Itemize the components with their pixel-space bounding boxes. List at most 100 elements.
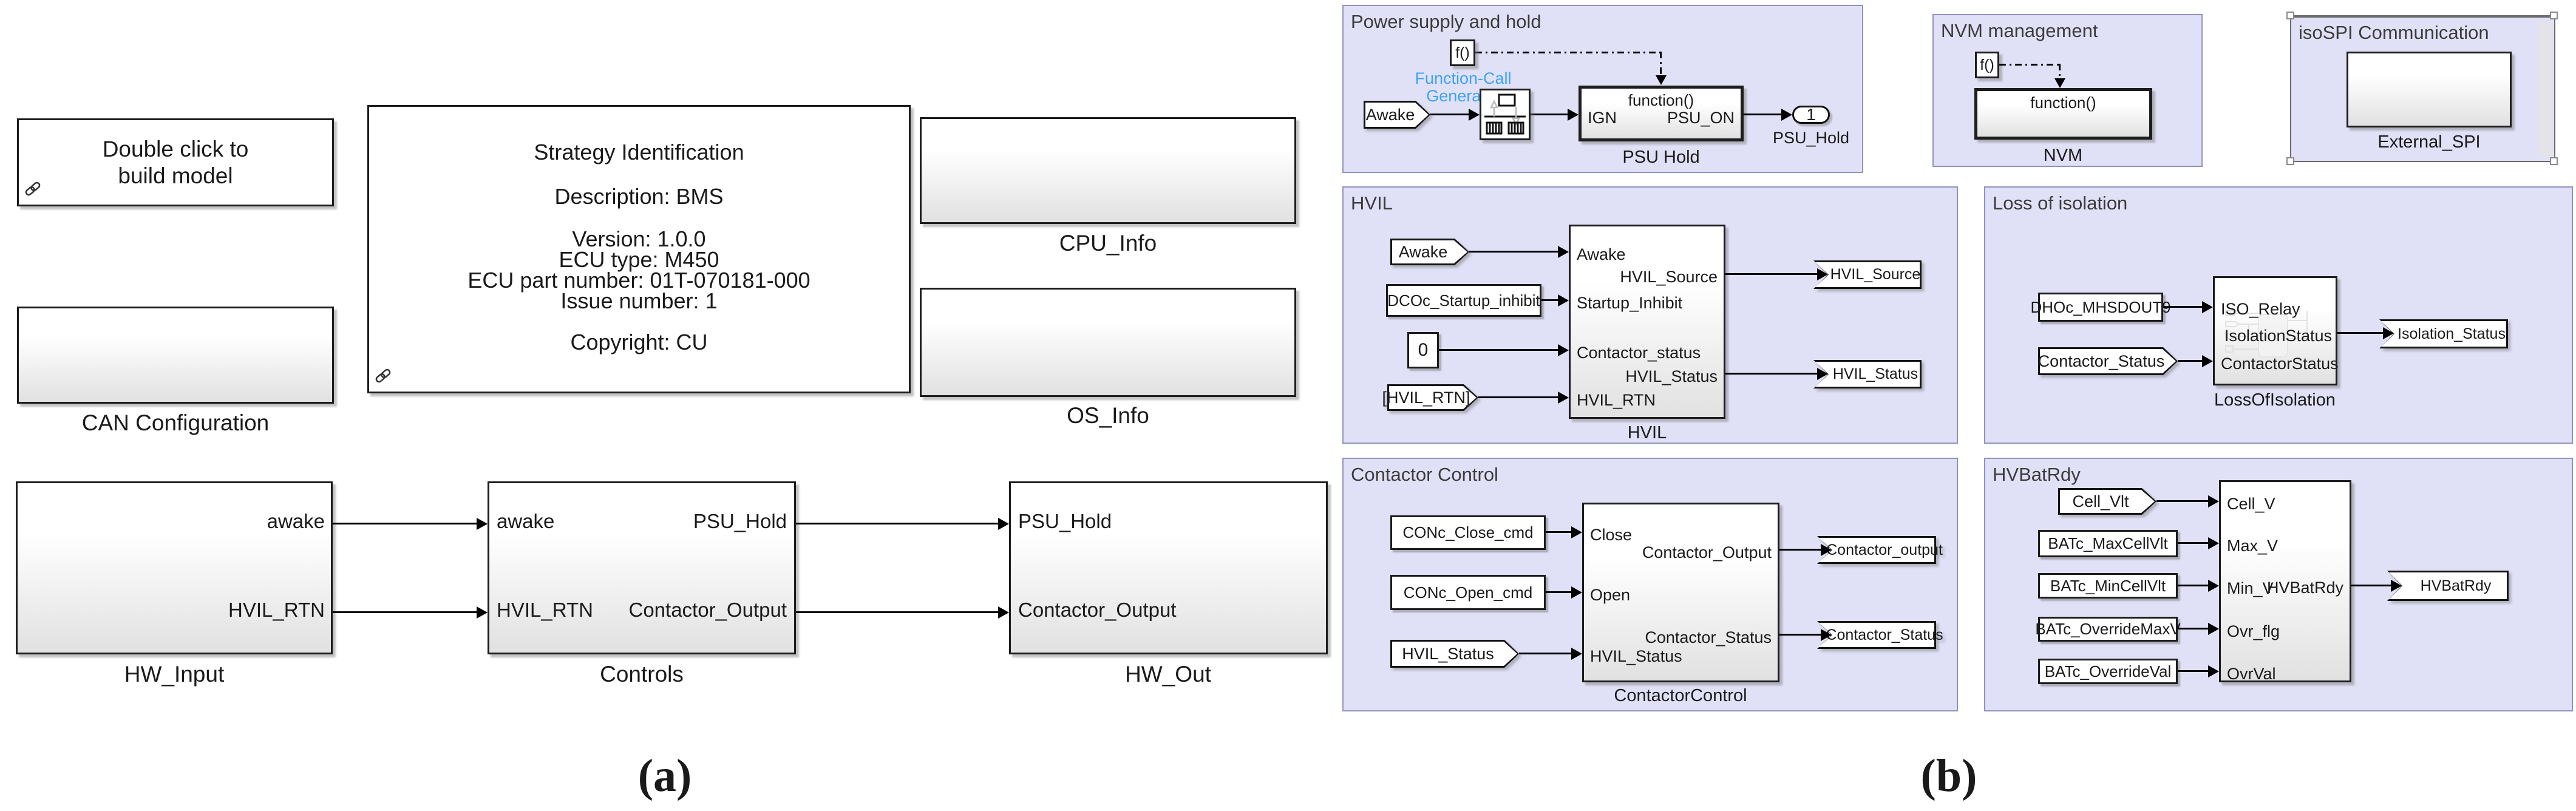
hvbat-port-max-v: Max_V — [2227, 537, 2279, 555]
selection-handle[interactable] — [2286, 157, 2294, 165]
controls-label: Controls — [600, 662, 684, 687]
arrowhead — [1821, 629, 1832, 641]
arrowhead — [1781, 109, 1792, 121]
input-tag-hvil-status[interactable]: HVIL_Status — [1390, 640, 1519, 668]
nvm-subsystem[interactable]: function() — [1974, 88, 2152, 140]
can-configuration-block[interactable] — [17, 307, 334, 404]
contactor-control-subsystem[interactable]: Close Open HVIL_Status Contactor_Output … — [1582, 503, 1779, 682]
output-tag-isolation-status[interactable]: Isolation_Status — [2379, 319, 2508, 348]
fcall-label: f() — [1455, 44, 1470, 61]
arrowhead — [2208, 665, 2219, 677]
function-call-wire — [1999, 64, 2060, 66]
output-tag-contactor-output[interactable]: Contactor_output — [1817, 536, 1943, 564]
selection-handle[interactable] — [2550, 157, 2558, 165]
input-tag-label: Contactor_Status — [2037, 351, 2165, 370]
area-power-title: Power supply and hold — [1351, 11, 1541, 32]
loss-of-isolation-subsystem[interactable]: ISO_Relay ContactorStatus IsolationStatu… — [2213, 276, 2339, 385]
strategy-description: Description: BMS — [554, 184, 724, 209]
input-tag-awake[interactable]: Awake — [1390, 239, 1469, 265]
psu-hold-port-ign: IGN — [1588, 109, 1617, 127]
function-call-generator-block[interactable]: f() — [1450, 39, 1475, 66]
output-tag-label: Contactor_output — [1826, 541, 1943, 558]
selection-handle[interactable] — [2550, 12, 2558, 19]
controls-port-contactor-output: Contactor_Output — [628, 599, 787, 621]
psu-hold-port-psu-on: PSU_ON — [1667, 109, 1735, 127]
arrowhead — [998, 606, 1009, 619]
strategy-ecu-part: ECU part number: 01T-070181-000 — [467, 268, 811, 293]
contactor-port-close: Close — [1590, 526, 1633, 544]
hvbatrdy-subsystem[interactable]: Cell_V Max_V Min_V Ovr_flg OvrVal HVBatR… — [2219, 480, 2351, 683]
signal-wire — [2178, 360, 2202, 362]
build-model-block[interactable]: Double click to build model — [17, 118, 334, 206]
hvil-port-hvil-status: HVIL_Status — [1625, 367, 1718, 385]
signal-wire — [796, 523, 998, 524]
controls-port-psu-hold: PSU_Hold — [693, 510, 787, 532]
signal-block-conc-close-cmd[interactable]: CONc_Close_cmd — [1390, 515, 1546, 550]
signal-block-conc-open-cmd[interactable]: CONc_Open_cmd — [1390, 575, 1546, 610]
strategy-identification-block[interactable]: Strategy Identification Description: BMS… — [367, 105, 911, 393]
output-tag-contactor-status[interactable]: Contactor_Status — [1817, 621, 1943, 649]
input-tag-contactor-status[interactable]: Contactor_Status — [2038, 347, 2178, 375]
signal-wire — [2178, 670, 2208, 672]
signal-block-label: BATc_MaxCellVlt — [2048, 534, 2168, 552]
hw-input-block[interactable]: awake HVIL_RTN — [16, 481, 333, 654]
constant-block-zero[interactable]: 0 — [1407, 332, 1439, 368]
hvil-label: HVIL — [1627, 423, 1667, 443]
outport-1[interactable]: 1 — [1792, 105, 1830, 124]
contactor-port-status: Contactor_Status — [1645, 628, 1772, 646]
link-icon — [24, 180, 42, 201]
output-tag-label: Isolation_Status — [2398, 325, 2506, 342]
arrowhead — [2208, 537, 2219, 549]
hw-out-block[interactable]: PSU_Hold Contactor_Output — [1009, 481, 1328, 654]
hw-input-port-hvil-rtn: HVIL_RTN — [228, 599, 325, 621]
signal-block-label: DCOc_Startup_inhibit — [1387, 291, 1540, 310]
cpu-info-block[interactable] — [920, 117, 1296, 224]
output-tag-hvbatrdy[interactable]: HVBatRdy — [2387, 571, 2509, 601]
area-loss-title: Loss of isolation — [1993, 192, 2128, 214]
controls-block[interactable]: awake HVIL_RTN PSU_Hold Contactor_Output — [488, 481, 796, 654]
signal-block-dcoc-startup-inhibit[interactable]: DCOc_Startup_inhibit — [1386, 284, 1541, 317]
area-contactor-title: Contactor Control — [1351, 464, 1498, 485]
input-tag-cell-vlt[interactable]: Cell_Vlt — [2058, 488, 2156, 515]
signal-wire — [333, 611, 477, 613]
can-configuration-label: CAN Configuration — [81, 410, 270, 435]
contactor-port-open: Open — [1590, 586, 1631, 604]
signal-wire — [1519, 653, 1571, 654]
output-tag-label: HVIL_Status — [1832, 365, 1918, 382]
function-call-generator-block[interactable]: f() — [1975, 52, 1999, 78]
hvil-subsystem[interactable]: Awake Startup_Inhibit Contactor_status H… — [1569, 225, 1725, 419]
hvbat-port-cell-v: Cell_V — [2227, 495, 2275, 513]
arrowhead — [1817, 368, 1828, 380]
input-tag-label: HVIL_Status — [1402, 644, 1494, 663]
signal-wire — [2178, 542, 2208, 544]
arrowhead — [2208, 495, 2219, 507]
arrowhead — [2383, 327, 2394, 339]
function-call-wire — [2059, 64, 2061, 80]
signal-block-batc-overrideval[interactable]: BATc_OverrideVal — [2038, 659, 2178, 684]
os-info-block[interactable] — [920, 288, 1296, 397]
signal-wire — [1546, 531, 1571, 533]
build-model-line2: build model — [118, 163, 233, 188]
from-tag-label: [HVIL_RTN] — [1382, 388, 1470, 407]
psu-hold-subsystem[interactable]: function() IGN PSU_ON — [1579, 86, 1744, 141]
input-tag-label: Awake — [1398, 242, 1448, 261]
output-tag-hvil-status[interactable]: HVIL_Status — [1813, 360, 1922, 389]
area-hvil-title: HVIL — [1351, 192, 1393, 214]
signal-wire — [2163, 306, 2202, 308]
signal-block-batc-mincellvlt[interactable]: BATc_MinCellVlt — [2038, 573, 2178, 599]
function-call-wire — [1660, 52, 1662, 76]
controls-port-hvil-rtn: HVIL_RTN — [497, 599, 593, 621]
signal-block-batc-overridemaxv[interactable]: BATc_OverrideMaxV — [2035, 617, 2181, 642]
signal-wire — [1779, 549, 1821, 551]
contactor-port-hvil-status: HVIL_Status — [1590, 647, 1682, 665]
signal-block-batc-maxcellvlt[interactable]: BATc_MaxCellVlt — [2038, 530, 2178, 557]
arrowhead — [2202, 355, 2213, 367]
selection-handle[interactable] — [2286, 12, 2294, 19]
arrowhead — [477, 518, 488, 530]
external-spi-block[interactable] — [2347, 52, 2512, 127]
signal-block-dhoc-mhsdout9[interactable]: DHOc_MHSDOUT9 — [2030, 293, 2171, 322]
input-tag-awake[interactable]: Awake — [1364, 101, 1430, 129]
output-tag-hvil-source[interactable]: HVIL_Source — [1813, 260, 1922, 289]
rate-transition-block[interactable] — [1480, 89, 1531, 140]
from-tag-hvil-rtn[interactable]: [HVIL_RTN] — [1382, 384, 1478, 411]
